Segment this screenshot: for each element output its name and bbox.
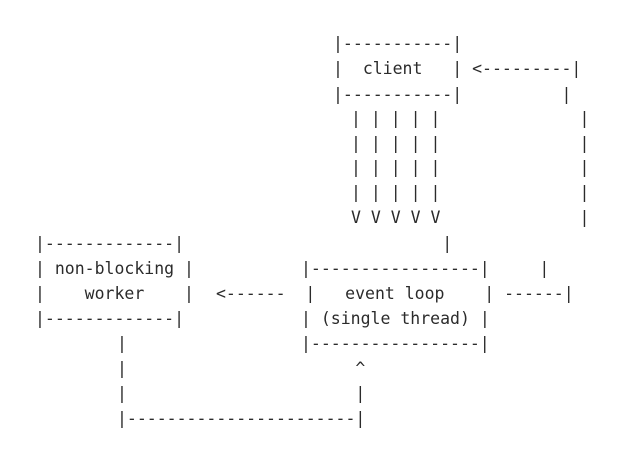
worker-label-line1: non-blocking (54, 259, 175, 278)
request-lines-1: | | | | | | (351, 109, 590, 128)
client-box-bottom: |-----------| | (333, 85, 572, 104)
request-lines-3: | | | | | | (351, 158, 590, 177)
request-arrowheads: V V V V V | (351, 208, 590, 227)
callback-line-2: | ^ (117, 359, 366, 378)
event-loop-box-top: |-----------------| | (301, 259, 550, 278)
client-box-top: |-----------| (333, 34, 463, 53)
event-loop-box-bottom: |-----------------| (301, 334, 490, 353)
worker-box-bottom: |-------------| (35, 309, 185, 328)
event-loop-box-label-1: <------ | event loop | ------| (216, 284, 574, 303)
callback-line-3: | | (117, 384, 366, 403)
callback-line-4: |-----------------------| (117, 409, 366, 428)
client-label: client (362, 59, 423, 78)
request-lines-4: | | | | | | (351, 183, 590, 202)
worker-label-line2: worker (84, 284, 145, 303)
event-loop-label-line1: event loop (345, 284, 445, 303)
callback-line-1: | (117, 334, 127, 353)
event-loop-label-line2: (single thread) (320, 309, 470, 328)
request-lines-2: | | | | | | (351, 134, 590, 153)
client-box-middle: | client | <---------| (333, 59, 582, 78)
worker-box-label-1: | non-blocking | (35, 259, 194, 278)
worker-box-top: |-------------| | (35, 234, 453, 253)
event-loop-box-label-2: | (single thread) | (301, 309, 490, 328)
worker-box-label-2: | worker | (35, 284, 194, 303)
